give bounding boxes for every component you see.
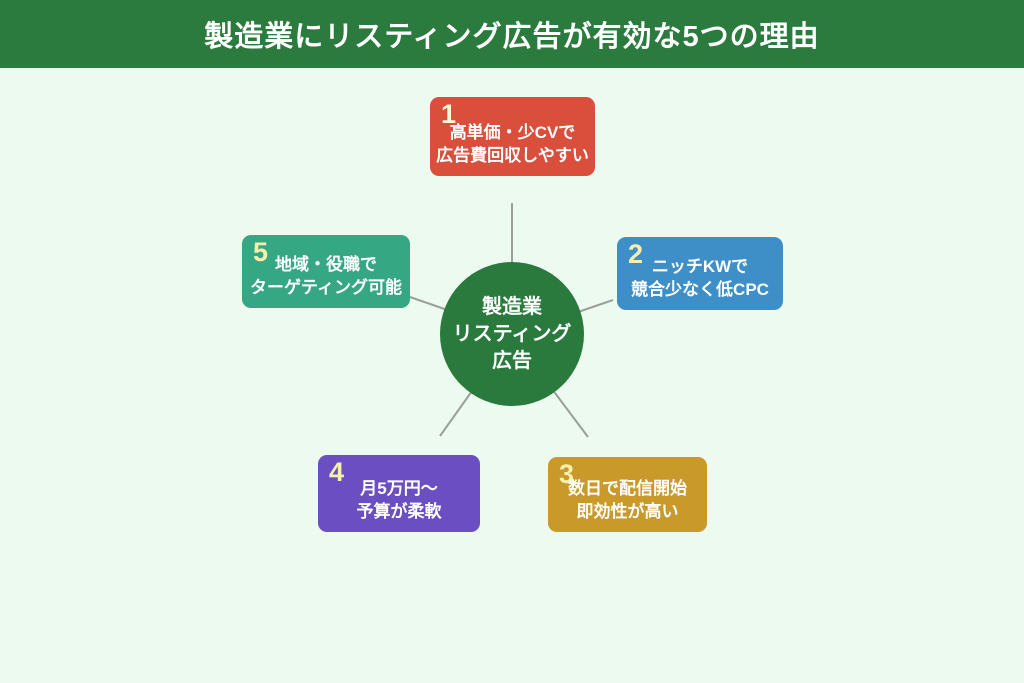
reason-box-5: 5 地域・役職で ターゲティング可能 (242, 235, 410, 308)
reason-number: 5 (253, 237, 269, 267)
reason-text: 地域・役職で ターゲティング可能 (242, 254, 410, 299)
reason-text-line: 予算が柔軟 (356, 501, 442, 521)
reason-number: 2 (628, 239, 644, 269)
center-topic-line: リスティング (452, 322, 572, 345)
reason-text-line: 広告費回収しやすい (436, 145, 589, 165)
reason-text-line: ターゲティング可能 (250, 277, 402, 297)
reason-text: 月5万円〜 予算が柔軟 (318, 478, 480, 523)
page-title: 製造業にリスティング広告が有効な5つの理由 (204, 21, 820, 53)
reason-text-line: 高単価・少CVで (449, 123, 576, 143)
reason-text: 数日で配信開始 即効性が高い (548, 478, 707, 523)
reason-text-line: 数日で配信開始 (568, 479, 687, 499)
reason-text-line: ニッチKWで (651, 257, 749, 277)
center-topic-line: 製造業 (482, 295, 542, 318)
reason-text-line: 地域・役職で (275, 255, 377, 275)
center-topic-circle: 製造業 リスティング 広告 (440, 262, 584, 406)
reason-text: 高単価・少CVで 広告費回収しやすい (430, 122, 595, 167)
reason-number: 1 (441, 99, 457, 129)
reason-box-1: 1 高単価・少CVで 広告費回収しやすい (430, 97, 595, 176)
reason-text-line: 即効性が高い (576, 501, 679, 521)
reason-number: 4 (329, 457, 345, 487)
connector-line-bottom-right (548, 384, 589, 438)
reason-number: 3 (559, 459, 575, 489)
title-bar: 製造業にリスティング広告が有効な5つの理由 (0, 0, 1024, 68)
reason-text: ニッチKWで 競合少なく低CPC (617, 256, 783, 301)
reason-text-line: 競合少なく低CPC (631, 279, 769, 299)
reason-box-4: 4 月5万円〜 予算が柔軟 (318, 455, 480, 532)
connector-line-right (577, 299, 614, 313)
center-topic-line: 広告 (492, 349, 532, 372)
reason-text-line: 月5万円〜 (360, 479, 438, 499)
reason-box-2: 2 ニッチKWで 競合少なく低CPC (617, 237, 783, 310)
reason-box-3: 3 数日で配信開始 即効性が高い (548, 457, 707, 532)
